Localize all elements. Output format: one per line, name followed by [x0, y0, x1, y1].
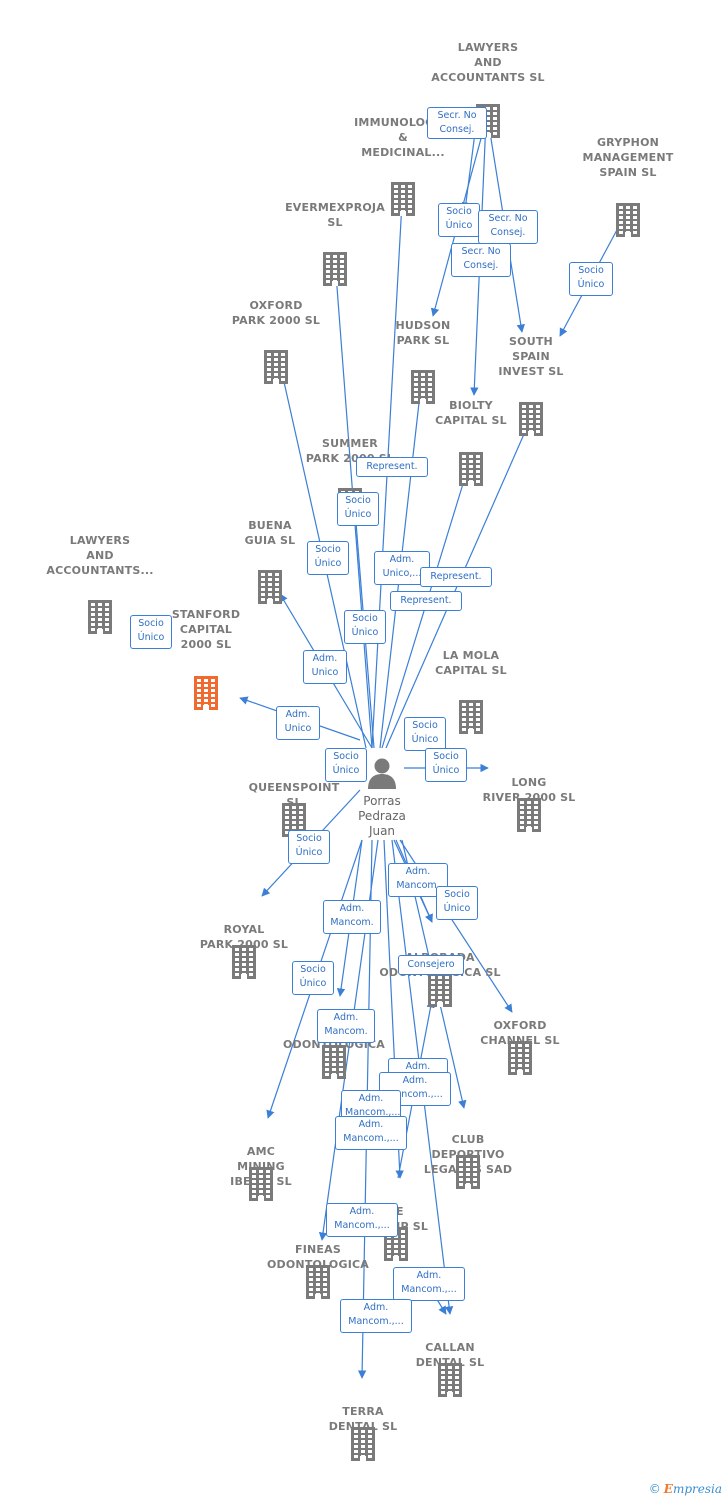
- brand-name: mpresia: [672, 1482, 722, 1496]
- building-icon: [321, 252, 349, 290]
- relation-label[interactable]: Adm. Mancom.: [323, 900, 381, 934]
- building-icon: [457, 452, 485, 490]
- relation-label[interactable]: Secr. No Consej.: [427, 107, 487, 139]
- relation-label[interactable]: Socio Único: [436, 886, 478, 920]
- relation-label[interactable]: Represent.: [420, 567, 492, 587]
- building-icon: [517, 402, 545, 440]
- relation-label[interactable]: Adm. Mancom.,...: [326, 1203, 398, 1237]
- relation-label[interactable]: Adm. Mancom.,...: [340, 1299, 412, 1333]
- company-name: OXFORD PARK 2000 SL: [231, 299, 321, 327]
- company-name: SOUTH SPAIN INVEST SL: [498, 335, 564, 378]
- relation-label[interactable]: Socio Único: [337, 492, 379, 526]
- building-icon: [262, 350, 290, 388]
- relation-label[interactable]: Adm. Unico: [276, 706, 320, 740]
- relation-label[interactable]: Socio Único: [425, 748, 467, 782]
- copyright-notice: ©Empresia: [649, 1482, 722, 1496]
- building-icon: [454, 1155, 482, 1193]
- company-name: GRYPHON MANAGEMENT SPAIN SL: [582, 136, 674, 179]
- edge-line: [461, 124, 477, 211]
- building-icon: [436, 1363, 464, 1401]
- relation-label[interactable]: Adm. Mancom.,...: [335, 1116, 407, 1150]
- relation-label[interactable]: Secr. No Consej.: [451, 243, 511, 277]
- building-icon: [389, 182, 417, 220]
- building-icon: [86, 600, 114, 638]
- company-name: LA MOLA CAPITAL SL: [435, 649, 507, 677]
- building-icon: [247, 1167, 275, 1205]
- person-node[interactable]: Porras Pedraza Juan: [342, 756, 422, 846]
- relation-label[interactable]: Socio Único: [569, 262, 613, 296]
- relation-label[interactable]: Represent.: [356, 457, 428, 477]
- relation-label[interactable]: Socio Único: [438, 203, 480, 237]
- relation-label[interactable]: Socio Único: [130, 615, 172, 649]
- relation-label[interactable]: Socio Único: [307, 541, 349, 575]
- building-icon: [304, 1265, 332, 1303]
- company-name: STANFORD CAPITAL 2000 SL: [171, 608, 241, 651]
- relation-label[interactable]: Socio Único: [288, 830, 330, 864]
- relation-label[interactable]: Represent.: [390, 591, 462, 611]
- company-name: BUENA GUIA SL: [244, 519, 296, 547]
- copyright-symbol: ©: [648, 1482, 661, 1496]
- relation-label[interactable]: Socio Único: [325, 748, 367, 782]
- company-name: EVERMEXPROJA SL: [285, 201, 385, 229]
- building-icon: [192, 676, 220, 714]
- company-name: BIOLTY CAPITAL SL: [435, 399, 507, 427]
- building-icon: [409, 370, 437, 408]
- person-icon: [368, 758, 396, 789]
- relation-label[interactable]: Socio Único: [292, 961, 334, 995]
- building-icon: [457, 700, 485, 738]
- relation-label[interactable]: Secr. No Consej.: [478, 210, 538, 244]
- building-icon: [349, 1427, 377, 1465]
- edge-line: [381, 473, 468, 749]
- brand-initial: E: [663, 1482, 673, 1496]
- building-icon: [256, 570, 284, 608]
- relation-label[interactable]: Adm. Mancom.,...: [393, 1267, 465, 1301]
- company-name: LAWYERS AND ACCOUNTANTS SL: [431, 41, 545, 84]
- building-icon: [320, 1045, 348, 1083]
- building-icon: [515, 798, 543, 836]
- relation-label[interactable]: Adm. Mancom.: [388, 863, 448, 897]
- relation-label[interactable]: Consejero: [398, 955, 464, 975]
- building-icon: [506, 1041, 534, 1079]
- relation-label[interactable]: Socio Único: [344, 610, 386, 644]
- building-icon: [614, 203, 642, 241]
- relation-label[interactable]: Socio Único: [404, 717, 446, 751]
- building-icon: [426, 973, 454, 1011]
- person-name: Porras Pedraza Juan: [358, 794, 406, 838]
- relation-label[interactable]: Adm. Mancom.: [317, 1009, 375, 1043]
- building-icon: [230, 945, 258, 983]
- relation-label[interactable]: Adm. Unico: [303, 650, 347, 684]
- company-name: LAWYERS AND ACCOUNTANTS...: [46, 534, 154, 577]
- company-name: HUDSON PARK SL: [395, 319, 451, 347]
